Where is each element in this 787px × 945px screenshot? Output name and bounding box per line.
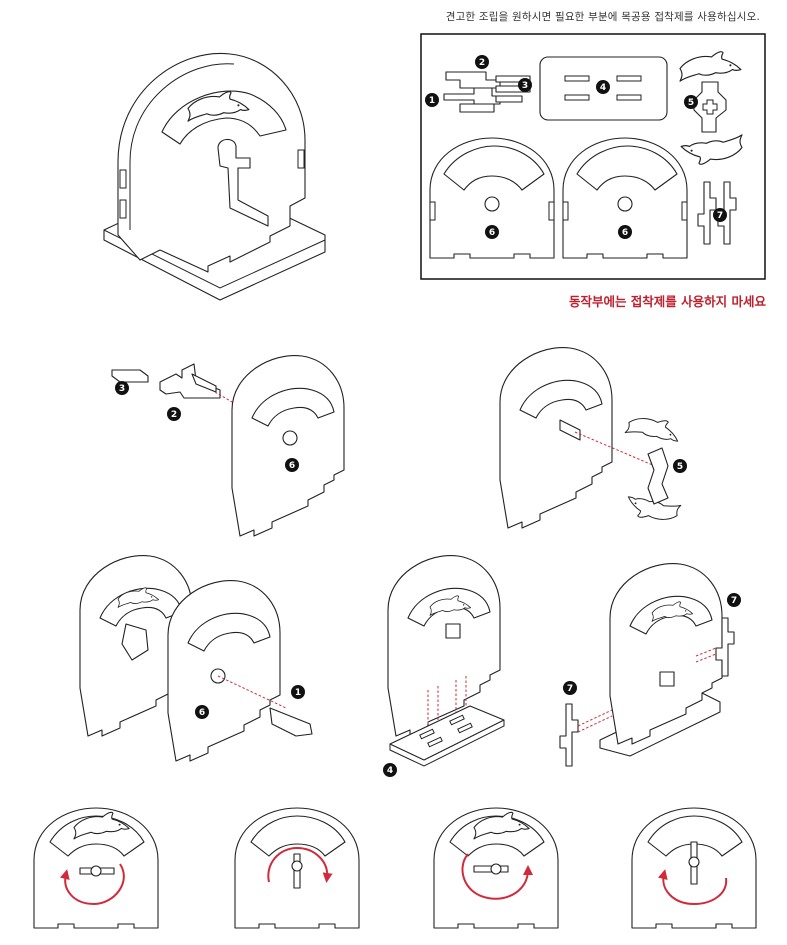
- assembly-step-3: 6 1: [79, 554, 313, 762]
- step1-badge-6: 6: [289, 461, 295, 471]
- motion-frame-4: [631, 807, 757, 929]
- motion-frame-2: [234, 807, 360, 929]
- glue-tip-text: 견고한 조립을 원하시면 필요한 부분에 목공용 접착제를 사용하십시오.: [445, 11, 760, 23]
- badge-4: 4: [600, 83, 606, 93]
- step2-badge-5: 5: [677, 462, 683, 472]
- assembly-step-1: 3 2 6: [111, 354, 345, 537]
- part-6-panel-left: [429, 137, 555, 259]
- step3-badge-1: 1: [295, 688, 301, 698]
- badge-6a: 6: [489, 228, 495, 238]
- badge-3: 3: [522, 81, 528, 91]
- completed-model: [103, 52, 326, 301]
- step4-badge-4: 4: [387, 766, 393, 776]
- parts-1-2-3: [443, 71, 531, 113]
- motion-frame-3: [433, 807, 559, 929]
- part-6-panel-right: [562, 137, 688, 259]
- assembly-step-5: 7 7: [559, 562, 741, 767]
- badge-6b: 6: [622, 228, 628, 238]
- step5-badge-7b: 7: [567, 684, 573, 694]
- motion-frame-1: [33, 807, 159, 929]
- step1-badge-2: 2: [171, 410, 177, 420]
- step1-badge-3: 3: [119, 384, 125, 394]
- assembly-step-2: 5: [499, 346, 687, 530]
- badge-7: 7: [717, 211, 723, 221]
- badge-1: 1: [429, 96, 435, 106]
- step3-badge-6: 6: [199, 708, 205, 718]
- warning-text: 동작부에는 접착제를 사용하지 마세요: [568, 294, 766, 309]
- badge-5: 5: [688, 98, 694, 108]
- badge-2: 2: [479, 58, 485, 68]
- assembly-step-4: 4: [383, 554, 505, 777]
- step5-badge-7a: 7: [731, 596, 737, 606]
